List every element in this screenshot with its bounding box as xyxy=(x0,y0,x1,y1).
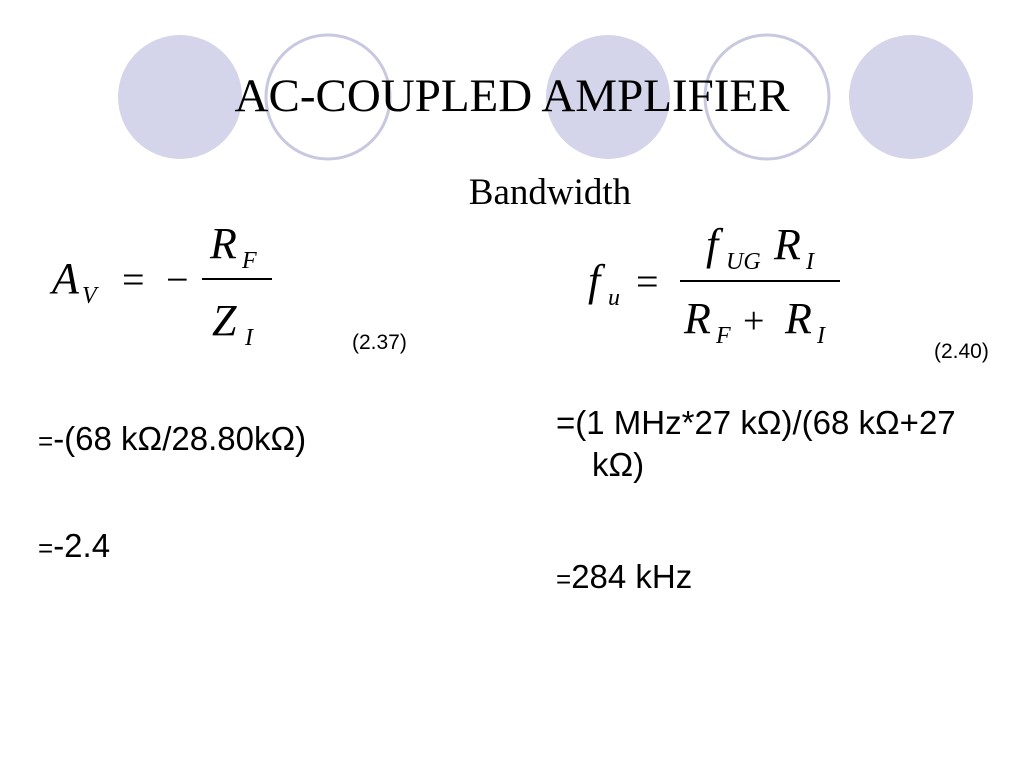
decor-circle-2 xyxy=(546,35,670,159)
gain-calc-line-2-text: -2.4 xyxy=(53,527,111,564)
slide-subtitle: Bandwidth xyxy=(468,172,632,213)
bandwidth-calc-line-2: =284 kHz xyxy=(556,556,692,600)
bandwidth-calc-line-2-text: 284 kHz xyxy=(571,558,693,595)
gain-denominator-subscript: I xyxy=(244,325,254,351)
gain-equals: = xyxy=(122,257,145,302)
bandwidth-denominator-rf: R xyxy=(683,294,711,343)
bandwidth-lhs-subscript: u xyxy=(608,285,620,311)
gain-calc-line-1: =-(68 kΩ/28.80kΩ) xyxy=(38,418,306,462)
decor-circle-1 xyxy=(118,35,242,159)
decor-ring-1 xyxy=(264,33,392,161)
slide-title: AC-COUPLED AMPLIFIER xyxy=(234,70,790,122)
equation-number-2-37: (2.37) xyxy=(352,331,407,354)
bandwidth-denominator-ri-subscript: I xyxy=(816,323,826,349)
bandwidth-numerator-r-subscript: I xyxy=(805,249,815,275)
gain-numerator: R xyxy=(209,219,237,268)
bandwidth-denominator-ri: R xyxy=(784,294,812,343)
gain-equation: A V = − R F Z I xyxy=(49,219,272,351)
gain-calc-line-2-sign: = xyxy=(38,533,54,563)
bandwidth-calc-line-1: =(1 MHz*27 kΩ)/(68 kΩ+27 kΩ) xyxy=(556,404,956,483)
bandwidth-numerator-f-subscript: UG xyxy=(726,249,761,275)
bandwidth-numerator-f: f xyxy=(706,220,724,269)
bandwidth-equation: f u = f UG R I R F + R I xyxy=(588,220,840,349)
bandwidth-equals: = xyxy=(636,259,659,304)
gain-lhs: A xyxy=(49,254,80,303)
equation-number-2-40: (2.40) xyxy=(934,340,989,363)
decorative-circles xyxy=(118,33,973,161)
bandwidth-denominator-rf-subscript: F xyxy=(715,323,731,349)
decor-ring-2 xyxy=(703,33,831,161)
gain-lhs-subscript: V xyxy=(82,283,99,309)
gain-minus: − xyxy=(166,257,189,302)
gain-calc-line-1-text: -(68 kΩ/28.80kΩ) xyxy=(53,420,307,457)
bandwidth-lhs: f xyxy=(588,256,606,305)
gain-numerator-subscript: F xyxy=(241,248,257,274)
bandwidth-calc-line-2-sign: = xyxy=(556,564,572,594)
bandwidth-plus: + xyxy=(743,300,764,342)
decor-circle-3 xyxy=(849,35,973,159)
gain-denominator: Z xyxy=(212,296,237,345)
gain-calc-line-1-sign: = xyxy=(38,426,54,456)
bandwidth-numerator-r: R xyxy=(773,220,801,269)
gain-calc-line-2: =-2.4 xyxy=(38,525,110,569)
